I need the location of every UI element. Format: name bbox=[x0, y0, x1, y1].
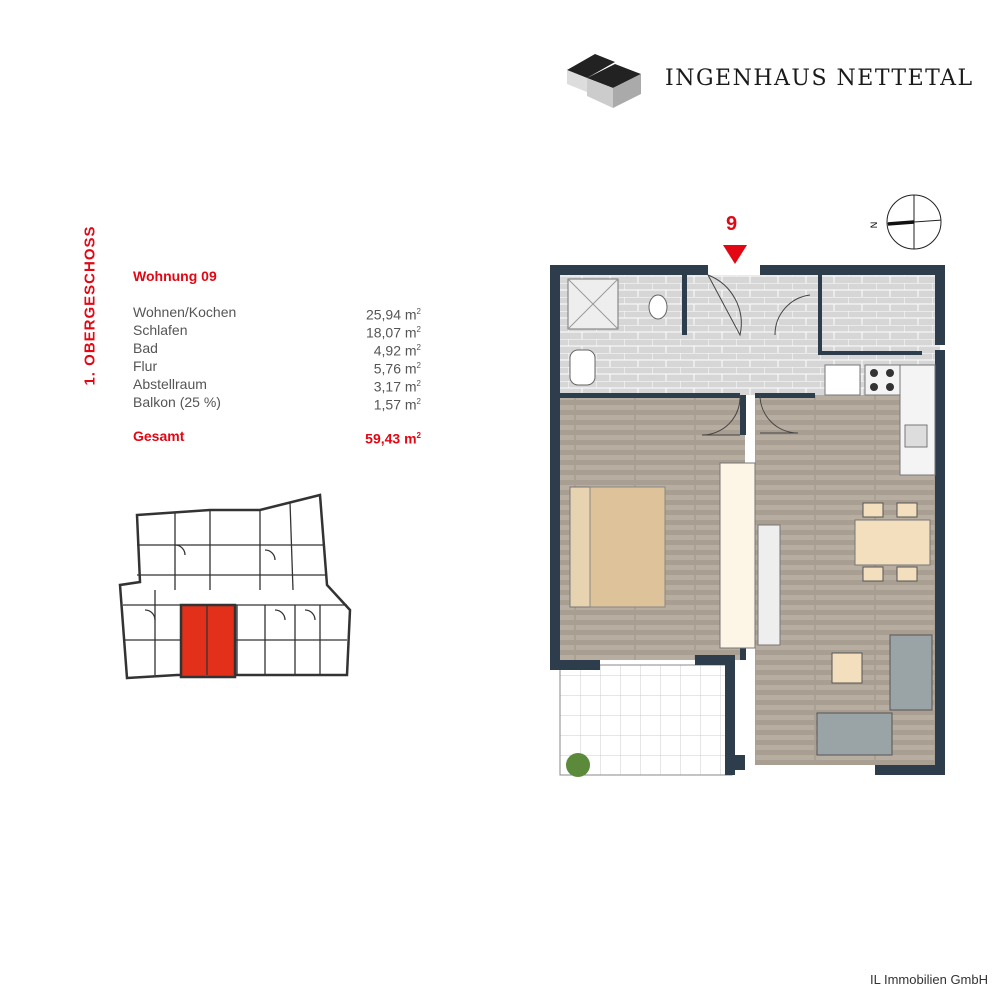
room-name: Flur bbox=[133, 358, 158, 374]
room-name: Schlafen bbox=[133, 322, 188, 338]
unit-number: 9 bbox=[726, 213, 738, 235]
compass-north-label: N bbox=[868, 221, 879, 229]
room-name: Bad bbox=[133, 340, 158, 356]
stove bbox=[864, 364, 901, 396]
room-area: 5,76 m bbox=[373, 360, 417, 377]
balcony bbox=[559, 664, 733, 776]
brand-name: INGENHAUS NETTETAL bbox=[665, 66, 974, 91]
building-key-plan bbox=[118, 493, 352, 680]
room-name: Balkon (25 %) bbox=[133, 394, 221, 410]
toilet bbox=[648, 294, 668, 320]
coffee-table bbox=[831, 652, 863, 684]
armchair-sofa bbox=[816, 712, 893, 756]
logo-icon bbox=[567, 54, 641, 108]
room-area: 3,17 m bbox=[373, 378, 417, 395]
room-area: 18,07 m bbox=[365, 324, 417, 341]
sink bbox=[569, 349, 596, 386]
logo bbox=[565, 48, 645, 115]
footer-credit: IL Immobilien GmbH bbox=[870, 972, 988, 987]
entrance-arrow-icon bbox=[723, 245, 747, 264]
room-area: 1,57 m bbox=[373, 396, 417, 413]
total-label: Gesamt bbox=[133, 428, 185, 444]
dining-table bbox=[854, 519, 931, 566]
apartment-title: Wohnung 09 bbox=[133, 268, 217, 284]
wardrobe bbox=[719, 462, 756, 649]
kitchen-counter bbox=[899, 364, 936, 476]
room-name: Abstellraum bbox=[133, 376, 207, 392]
room-area-row: Balkon (25 %)1,57 m2 bbox=[133, 394, 421, 413]
total-row: Gesamt 59,43 m2 bbox=[133, 428, 421, 447]
compass-icon bbox=[886, 194, 942, 250]
highlighted-apartment bbox=[179, 603, 237, 679]
room-area: 4,92 m bbox=[373, 342, 417, 359]
total-area: 59,43 m bbox=[365, 430, 417, 447]
room-name: Wohnen/Kochen bbox=[133, 304, 237, 320]
floor-plan bbox=[550, 265, 945, 777]
plant bbox=[566, 753, 590, 777]
sideboard bbox=[757, 524, 781, 646]
room-area: 25,94 m bbox=[365, 306, 417, 323]
sofa bbox=[889, 634, 933, 711]
floor-label: 1. OBERGESCHOSS bbox=[81, 225, 99, 386]
